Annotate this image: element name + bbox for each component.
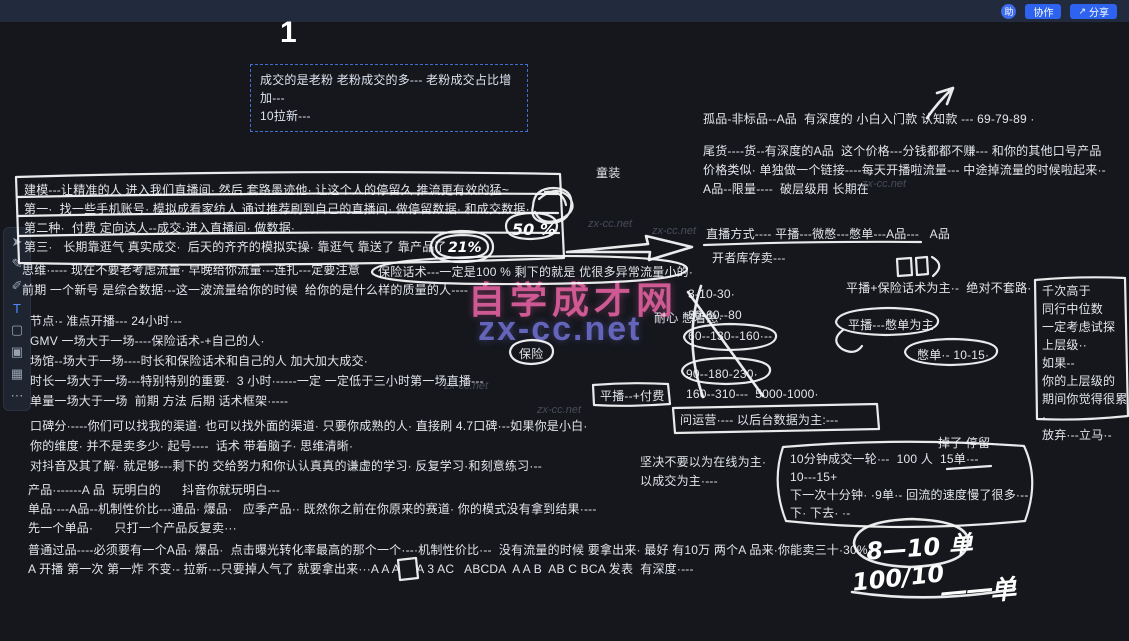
note-dropped[interactable]: 掉了 停留·-: [938, 436, 999, 450]
top-bar: 助 协作 ↗ 分享: [0, 0, 1129, 22]
note-pingbo-insurance[interactable]: 平播+保险话术为主·- 绝对不套路·: [846, 281, 1032, 295]
note-tail-goods[interactable]: 尾货----货--有深度的A品 这个价格---分钱都都不赚--- 和你的其他口号…: [703, 144, 1106, 196]
shape-tool-icon[interactable]: ▢: [10, 322, 24, 337]
note-biedan[interactable]: 憋单·- 10-15·: [917, 348, 990, 362]
whiteboard-canvas[interactable]: zx-cc.net zx-cc.net zx-cc.net zx-cc.net …: [0, 16, 1129, 641]
watermark-scatter: zx-cc.net: [862, 178, 907, 190]
watermark-scatter: zx-cc.net: [588, 218, 633, 230]
sticky-note-tool-icon[interactable]: ▣: [10, 344, 24, 359]
note-live-mode[interactable]: 直播方式---- 平播---微憋---憋单---A品--- A品: [706, 227, 951, 241]
note-numbers-b[interactable]: 90--180-230· 160--310--- 5000-1000·: [686, 367, 819, 401]
note-fans-box[interactable]: 成交的是老粉 老粉成交的多--- 老粉成交占比增加--- 10拉新---: [250, 64, 528, 132]
note-ask-ops[interactable]: 问运营·--- 以后台数据为主:---: [680, 413, 839, 427]
share-label: 分享: [1089, 7, 1109, 19]
more-tools-icon[interactable]: ⋯: [10, 388, 24, 403]
note-solo-item[interactable]: 孤品-非标品--A品 有深度的 小白入门款 认知款 --- 69-79-89 ·: [703, 112, 1035, 126]
note-mindset[interactable]: 思维·---- 现在不要老考虑流量· 早晚给你流量·--连扎---定要注意: [22, 263, 361, 277]
note-threshold[interactable]: 千次高于 同行中位数 一定考虑试探 上层级·· 如果-- 你的上层级的 期间你觉…: [1042, 284, 1128, 442]
note-big-number[interactable]: 1: [280, 16, 297, 49]
note-schedule[interactable]: 节点·- 准点开播--- 24小时·-- GMV 一场大于一场----保险话术-…: [30, 314, 484, 408]
watermark-scatter: zx-cc.net: [652, 225, 697, 237]
note-early-stage[interactable]: 前期 一个新号 是综合数据·--这一波流量给你的时候 给你的是什么样的质量的人-…: [22, 283, 469, 297]
note-pingbo-paid[interactable]: 平播--+付费: [600, 389, 665, 403]
note-insurance-script[interactable]: 保险话术---一定是100 % 剩下的就是 优很多异常流量小的·: [378, 265, 694, 279]
note-product[interactable]: 产品·------A 品 玩明白的 抖音你就玩明白--- 单品·---A品--机…: [28, 483, 597, 535]
note-insurance-word[interactable]: 保险: [519, 347, 544, 361]
watermark-scatter: zx-cc.net: [444, 380, 489, 392]
note-reputation[interactable]: 口碑分·----你们可以找我的渠道· 也可以找外面的渠道· 只要你成熟的人· 直…: [30, 419, 588, 473]
note-inventory[interactable]: 开者库存卖---: [712, 251, 786, 265]
share-button[interactable]: ↗ 分享: [1070, 3, 1117, 19]
text-tool-icon[interactable]: T: [13, 300, 21, 316]
hand-pct50[interactable]: 50 %: [512, 220, 556, 239]
note-ten-min[interactable]: 10分钟成交一轮·-- 100 人 15单·-- 10---15+ 下一次十分钟…: [790, 452, 1029, 520]
hand-pct21[interactable]: 21%: [448, 240, 482, 256]
watermark-title: 自学成才网: [468, 280, 678, 321]
collaborate-label: 协作: [1033, 7, 1054, 19]
hand-8-10[interactable]: 8—10 单: [865, 530, 974, 566]
share-icon: ↗: [1078, 5, 1086, 16]
watermark-scatter: zx-cc.net: [537, 404, 582, 416]
note-kids-wear[interactable]: 童装: [596, 166, 621, 180]
hand-one-order[interactable]: 一一单: [937, 574, 1018, 612]
watermark-url: zx-cc.net: [478, 310, 642, 348]
note-pass-item[interactable]: 普通过品----必须要有一个A品· 爆品· 点击曝光转化率最高的那个一个·--·…: [28, 543, 872, 576]
marker-tool-icon[interactable]: ✐: [11, 278, 23, 293]
collaborate-button[interactable]: 协作: [1025, 3, 1062, 19]
note-insist[interactable]: 坚决不要以为在线为主· 以成交为主·---: [640, 455, 767, 488]
image-tool-icon[interactable]: ▦: [10, 366, 24, 381]
avatar[interactable]: 助: [1001, 3, 1017, 19]
note-numbers-a[interactable]: 3-10-30· 30-60--80 60--130--160·--: [688, 287, 773, 343]
note-pingbo-biedan[interactable]: 平播---憋单为主: [848, 318, 934, 332]
